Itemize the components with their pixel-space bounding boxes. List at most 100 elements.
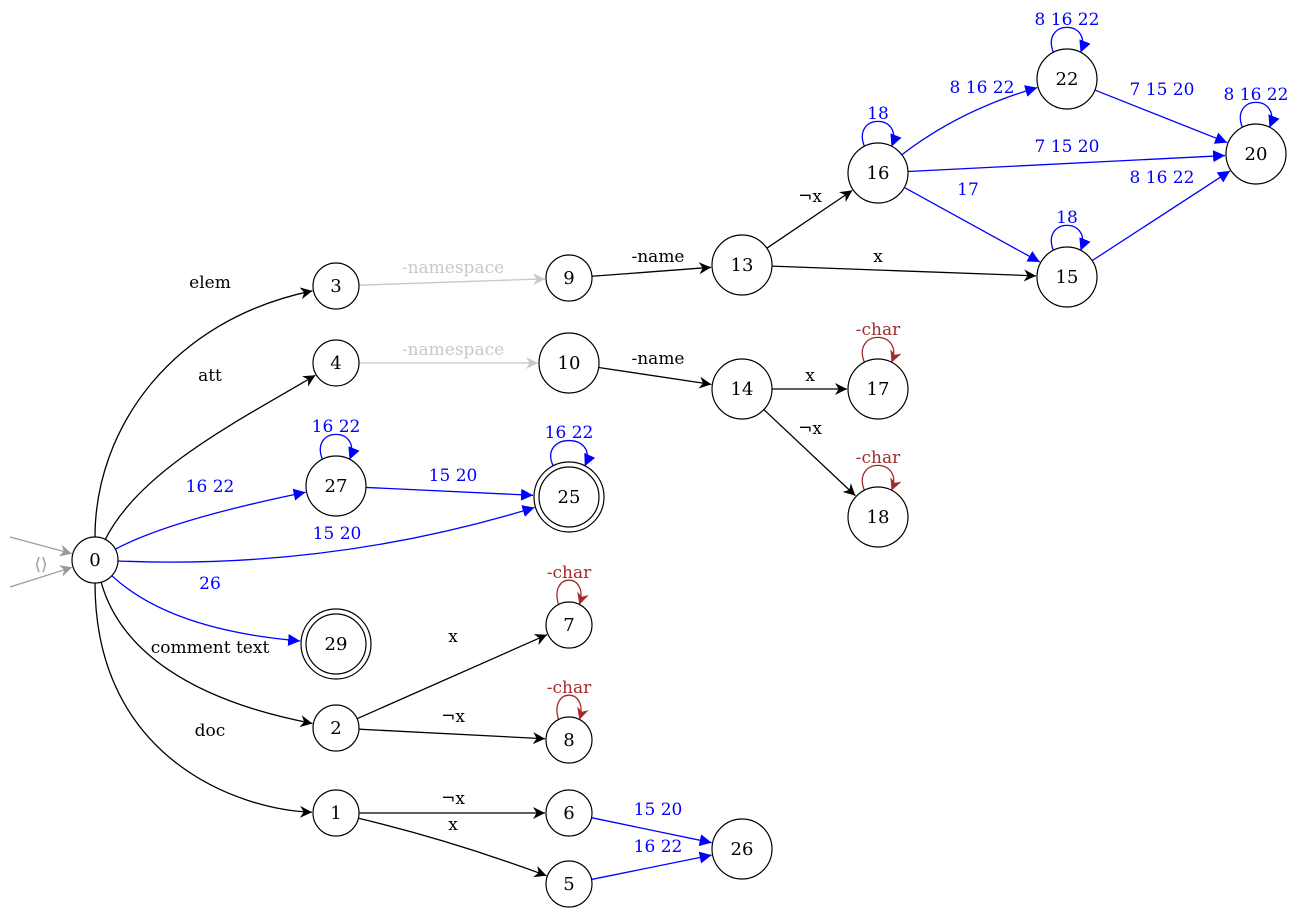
state-node-4: 4 [312, 339, 360, 387]
edge-0-3 [94, 287, 313, 538]
state-node-8: 8 [545, 716, 593, 764]
state-circle [1036, 246, 1098, 308]
edge-label: -char [547, 563, 592, 583]
edge-20-20 [1239, 101, 1280, 128]
state-node-17: 17 [847, 358, 909, 420]
state-label: 16 [867, 163, 890, 184]
state-label: 1 [330, 803, 341, 824]
state-node-15: 15 [1036, 246, 1098, 308]
state-node-25: 25 [533, 461, 605, 533]
state-circle [847, 358, 909, 420]
edge-label: 15 20 [634, 800, 683, 820]
edge-label: x [448, 627, 458, 647]
state-circle [538, 332, 600, 394]
state-label: 25 [558, 487, 581, 508]
state-node-7: 7 [545, 601, 593, 649]
edge-label: ¬x [798, 187, 822, 207]
edge-16-22 [901, 85, 1038, 156]
edge-0-27 [114, 488, 306, 550]
state-label: 9 [563, 268, 574, 289]
edge-2-7 [356, 634, 548, 720]
edge-15-20 [1091, 170, 1231, 262]
edge-label: comment text [151, 638, 270, 658]
state-node-14: 14 [711, 358, 773, 420]
state-label: 27 [325, 476, 348, 497]
edge-label: 26 [199, 574, 221, 594]
state-label: 29 [325, 634, 348, 655]
state-circle [300, 608, 372, 680]
state-label: 15 [1056, 267, 1079, 288]
state-circle [847, 486, 909, 548]
edge-22-22 [1050, 26, 1091, 53]
edge-14-18 [763, 409, 856, 497]
edge-label: ¬x [441, 789, 465, 809]
accepting-ring [305, 613, 367, 675]
edge-label: 8 16 22 [1130, 168, 1195, 188]
edge-0-1 [94, 582, 313, 818]
edge-label: 7 15 20 [1130, 80, 1195, 100]
edge-7-7 [556, 579, 589, 605]
edge-27-25 [365, 486, 534, 501]
state-node-3: 3 [312, 262, 360, 310]
edge-25-25 [550, 439, 596, 467]
state-label: 0 [89, 550, 100, 571]
edge-13-15 [771, 265, 1037, 282]
edge-label: 17 [957, 180, 979, 200]
edge-15-15 [1050, 224, 1091, 251]
state-label: 3 [330, 276, 341, 297]
edge-27-27 [319, 433, 360, 460]
edge-label: 18 [867, 104, 889, 124]
state-circle [71, 536, 119, 584]
edge-label: -char [856, 448, 901, 468]
state-label: 14 [731, 379, 754, 400]
state-circle [533, 461, 605, 533]
edge-label: 16 22 [634, 837, 683, 857]
edge-label: -namespace [402, 258, 504, 278]
edge-18-18 [861, 464, 902, 491]
state-label: 26 [731, 839, 754, 860]
start-arrow-line [9, 536, 72, 557]
edge-0-29 [111, 575, 301, 646]
start-arrow [9, 536, 73, 588]
edge-16-16 [861, 120, 902, 147]
edge-16-20 [907, 150, 1226, 173]
state-node-18: 18 [847, 486, 909, 548]
edge-label: elem [189, 273, 231, 293]
edge-16-15 [903, 186, 1041, 263]
state-circle [312, 789, 360, 837]
state-label: 22 [1056, 69, 1079, 90]
state-circle [545, 716, 593, 764]
edge-label: 15 20 [429, 466, 478, 486]
state-circle [1225, 123, 1287, 185]
edge-label: -char [856, 320, 901, 340]
state-label: 7 [563, 615, 574, 636]
edge-label: 8 16 22 [950, 78, 1015, 98]
state-node-6: 6 [545, 789, 593, 837]
state-label: 2 [330, 718, 341, 739]
state-node-0: 0 [71, 536, 119, 584]
edge-label: x [805, 366, 815, 386]
edge-label: 16 22 [545, 423, 594, 443]
state-node-1: 1 [312, 789, 360, 837]
edge-label: ¬x [798, 419, 822, 439]
edge-label: -name [631, 349, 684, 369]
edge-label: 18 [1056, 208, 1078, 228]
edge-8-8 [556, 694, 589, 720]
state-circle [545, 601, 593, 649]
state-node-26: 26 [711, 818, 773, 880]
state-label: 10 [558, 353, 581, 374]
edge-label: x [448, 815, 458, 835]
edge-label: -namespace [402, 340, 504, 360]
state-label: 18 [867, 507, 890, 528]
state-node-22: 22 [1036, 48, 1098, 110]
start-label: ⟨⟩ [34, 555, 47, 575]
edge-label: 16 22 [186, 477, 235, 497]
state-circle [847, 142, 909, 204]
edge-label: 8 16 22 [1035, 10, 1100, 30]
edge-label: -name [631, 247, 684, 267]
edge-0-25 [117, 505, 535, 563]
edge-label: 8 16 22 [1224, 85, 1289, 105]
edge-label: 16 22 [312, 417, 361, 437]
state-node-16: 16 [847, 142, 909, 204]
